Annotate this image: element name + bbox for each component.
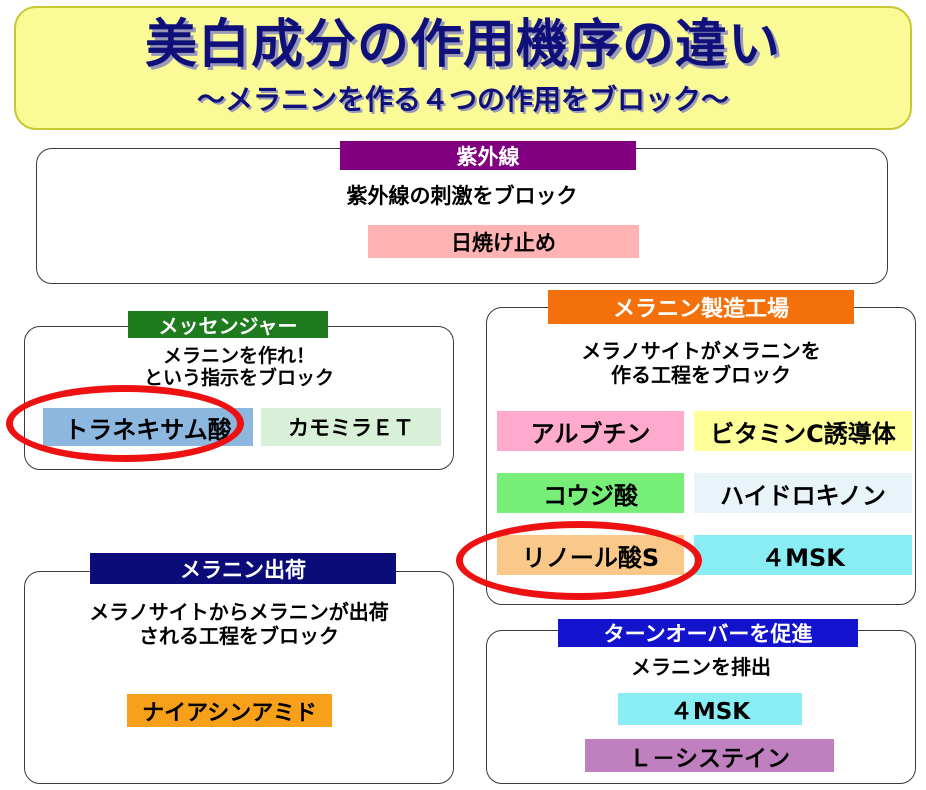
ingredient-niacinamide: ナイアシンアミド: [127, 694, 332, 727]
section-turnover-description: メラニンを排出: [631, 655, 771, 679]
ingredient-l-cysteine: Ｌ－システイン: [585, 739, 834, 772]
section-uv-header: 紫外線: [340, 141, 636, 170]
section-messenger-description: メラニンを作れ！ という指示をブロック: [143, 345, 334, 390]
section-melanin-factory-description: メラノサイトがメラニンを 作る工程をブロック: [581, 339, 821, 387]
section-messenger-header: メッセンジャー: [128, 311, 328, 338]
section-melanin-shipping: メラノサイトからメラニンが出荷 される工程をブロック ナイアシンアミド: [24, 571, 454, 784]
ingredient-kojic-acid: コウジ酸: [497, 473, 684, 513]
ingredient-linoleic-acid-s: リノール酸S: [497, 535, 684, 575]
ingredient-vitamin-c-derivative: ビタミンC誘導体: [694, 411, 912, 451]
page-title: 美白成分の作用機序の違い: [144, 14, 781, 75]
ingredient-tranexamic-acid: トラネキサム酸: [43, 408, 253, 446]
ingredient-4msk-factory: ４MSK: [694, 535, 912, 575]
ingredient-chamomile-et: カモミラＥＴ: [261, 408, 441, 446]
title-banner: 美白成分の作用機序の違い ～メラニンを作る４つの作用をブロック～: [14, 6, 912, 130]
section-uv-description: 紫外線の刺激をブロック: [346, 184, 578, 208]
section-turnover: メラニンを排出 ４MSK Ｌ－システイン: [486, 630, 916, 784]
section-uv: 紫外線の刺激をブロック 日焼け止め: [36, 148, 888, 284]
section-melanin-factory-header: メラニン製造工場: [548, 290, 854, 324]
section-melanin-shipping-description: メラノサイトからメラニンが出荷 される工程をブロック: [89, 600, 389, 648]
section-turnover-header: ターンオーバーを促進: [558, 619, 858, 647]
ingredient-hydroquinone: ハイドロキノン: [694, 473, 912, 513]
page-subtitle: ～メラニンを作る４つの作用をブロック～: [196, 83, 729, 117]
section-melanin-factory: メラノサイトがメラニンを 作る工程をブロック アルブチン ビタミンC誘導体 コウ…: [486, 307, 916, 605]
section-messenger: メラニンを作れ！ という指示をブロック トラネキサム酸 カモミラＥＴ: [24, 326, 454, 470]
ingredient-4msk-turnover: ４MSK: [618, 693, 802, 725]
section-melanin-shipping-header: メラニン出荷: [90, 553, 396, 584]
ingredient-arbutin: アルブチン: [497, 411, 684, 451]
ingredient-sunscreen: 日焼け止め: [368, 225, 639, 258]
